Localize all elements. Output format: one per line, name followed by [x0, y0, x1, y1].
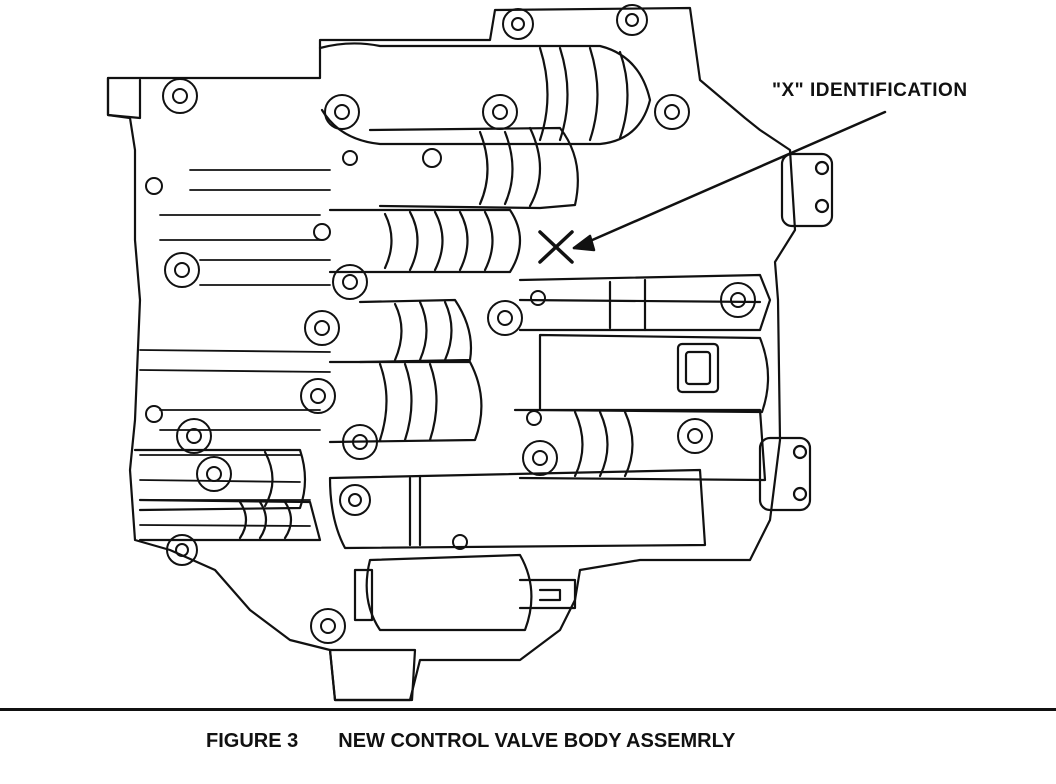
caption-rule: [0, 708, 1056, 711]
solenoid-body: [330, 555, 575, 700]
valve-bore-3: [330, 210, 520, 272]
valve-bore-1: [320, 43, 650, 144]
valve-bore-5: [330, 362, 481, 442]
x-identification-mark: [540, 232, 572, 262]
valve-bore-bottom: [330, 470, 705, 548]
valve-bore-4: [360, 300, 471, 362]
side-plug-lower: [760, 438, 810, 510]
valve-bore-lower-left: [135, 450, 320, 540]
callout-label: "X" IDENTIFICATION: [772, 80, 968, 101]
valve-bore-2: [370, 128, 578, 208]
side-plug-upper: [782, 154, 832, 226]
figure-title: NEW CONTROL VALVE BODY ASSEMRLY: [338, 730, 736, 752]
valve-bore-right-1: [520, 275, 770, 330]
bolt-holes: [146, 5, 755, 643]
figure-caption: FIGURE 3 NEW CONTROL VALVE BODY ASSEMRLY: [206, 730, 735, 753]
valve-body-outline: [108, 8, 795, 700]
passage-lines: [140, 170, 330, 526]
figure-number: FIGURE 3: [206, 730, 299, 752]
valve-bore-right-3: [515, 410, 765, 480]
mounting-tab: [108, 78, 140, 118]
valve-bore-right-2: [540, 335, 768, 412]
leader-arrow: [574, 112, 885, 250]
